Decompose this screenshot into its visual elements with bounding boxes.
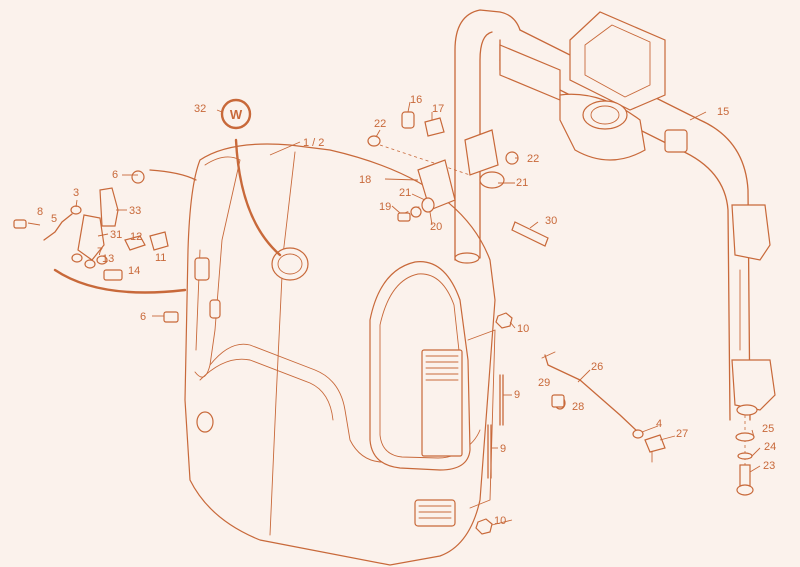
callout-29: 29 — [538, 377, 550, 389]
callout-15: 15 — [717, 106, 729, 118]
nut-10-lower — [475, 518, 493, 535]
callout-26: 26 — [591, 361, 603, 373]
callout-28: 28 — [572, 401, 584, 413]
brand-logo: W — [220, 98, 252, 130]
callout-23: 23 — [763, 460, 775, 472]
callout-4: 4 — [656, 418, 662, 430]
callout-30: 30 — [545, 215, 557, 227]
callout-17: 17 — [432, 103, 444, 115]
callout-6-upper: 6 — [112, 169, 118, 181]
logo-letter: W — [230, 107, 243, 122]
assembly-arrows — [53, 138, 282, 294]
roll-frame — [454, 9, 776, 421]
callout-31: 31 — [110, 229, 122, 241]
callout-12: 12 — [130, 231, 142, 243]
callout-22-right: 22 — [527, 153, 539, 165]
callout-27: 27 — [676, 428, 688, 440]
callout-8: 8 — [37, 206, 43, 218]
callout-24: 24 — [764, 441, 776, 453]
callout-7: 7 — [97, 246, 103, 258]
callout-21-left: 21 — [399, 187, 411, 199]
callout-22-left: 22 — [374, 118, 386, 130]
callout-9-upper: 9 — [514, 389, 520, 401]
callout-3: 3 — [73, 187, 79, 199]
callout-32: 32 — [194, 103, 206, 115]
callout-33: 33 — [129, 205, 141, 217]
nut-10-upper — [495, 312, 513, 329]
callout-10-upper: 10 — [517, 323, 529, 335]
callout-16: 16 — [410, 94, 422, 106]
callout-20: 20 — [430, 221, 442, 233]
callout-14: 14 — [128, 265, 140, 277]
leader-lines — [27, 101, 761, 526]
hinge-assembly — [367, 111, 549, 247]
callout-labels: 1 / 2 3 4 5 6 6 7 8 9 9 10 10 11 12 13 1… — [37, 94, 776, 527]
bolt-stack — [735, 415, 755, 496]
callout-13: 13 — [102, 253, 114, 265]
callout-21-right: 21 — [516, 177, 528, 189]
callout-10-lower: 10 — [494, 515, 506, 527]
callout-9-lower: 9 — [500, 443, 506, 455]
long-bolts — [487, 374, 504, 479]
callout-18: 18 — [359, 174, 371, 186]
callout-1-2: 1 / 2 — [303, 137, 324, 149]
callout-19: 19 — [379, 201, 391, 213]
callout-11: 11 — [155, 252, 166, 264]
callout-5: 5 — [51, 213, 57, 225]
fuel-tank-cover — [184, 143, 496, 566]
callout-25: 25 — [762, 423, 774, 435]
callout-6-lower: 6 — [140, 311, 146, 323]
latch-small-parts — [13, 170, 179, 323]
linkage-rod — [541, 351, 666, 463]
vent-slats — [425, 355, 459, 381]
